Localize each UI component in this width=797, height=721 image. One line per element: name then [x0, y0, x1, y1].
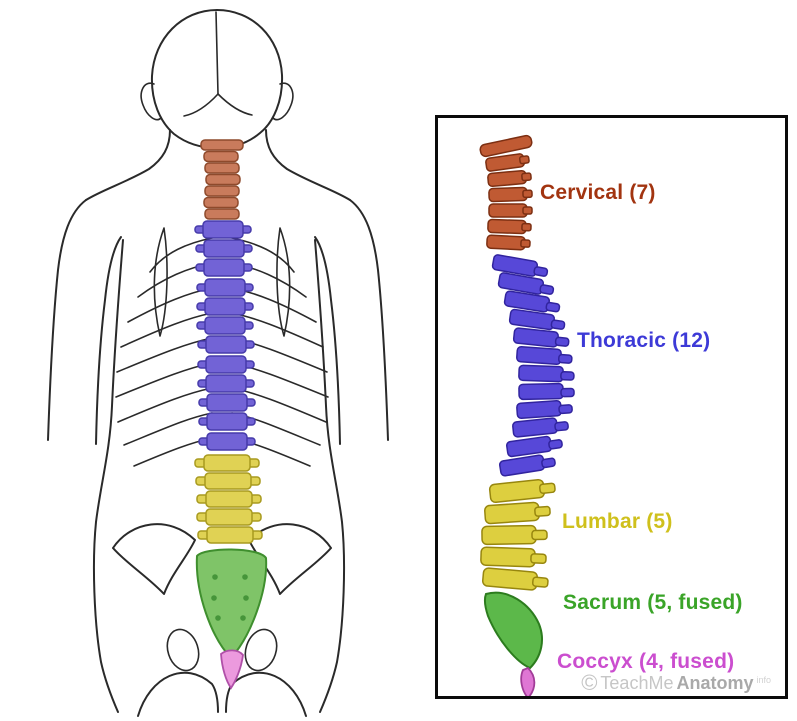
right-obturator-foramen — [244, 628, 278, 672]
left-arm-inner — [95, 236, 122, 445]
watermark-teachme: TeachMe — [600, 672, 674, 693]
left-obturator-foramen — [166, 628, 200, 672]
left-ear — [140, 82, 162, 121]
left-torso-side — [92, 239, 124, 713]
skull-outline — [140, 9, 294, 149]
torso-outline — [47, 129, 389, 717]
right-torso-side — [314, 239, 346, 713]
coccyx-region-posterior — [220, 649, 244, 690]
sacrum-region-posterior — [195, 548, 268, 660]
thoracic-region-posterior — [194, 220, 256, 451]
posterior-body-figure — [47, 9, 389, 717]
coccyx-label: Coccyx (4, fused) — [557, 650, 735, 673]
cervical-region-posterior — [200, 139, 244, 220]
copyright-icon: © — [581, 670, 598, 695]
cervical-region-lateral — [479, 134, 533, 251]
lumbar-region-posterior — [194, 454, 263, 544]
thoracic-region-lateral — [491, 254, 575, 477]
lumbar-region-lateral — [480, 478, 556, 591]
left-arm-outer — [47, 199, 87, 441]
spine-panel: Cervical (7) Thoracic (12) Lumbar (5) Sa… — [435, 115, 788, 699]
lambdoid-suture-left — [183, 93, 219, 117]
scapulae-outline — [153, 227, 291, 337]
right-ear — [272, 82, 294, 121]
cervical-label: Cervical (7) — [540, 181, 656, 204]
thoracic-label: Thoracic (12) — [577, 329, 711, 352]
left-leg-top — [137, 671, 219, 717]
watermark-suffix: info — [756, 675, 771, 685]
sagittal-suture — [215, 11, 219, 95]
watermark-anatomy: Anatomy — [676, 672, 754, 693]
coccyx-region-lateral — [520, 666, 536, 696]
lateral-spine-illustration — [479, 134, 575, 696]
lambdoid-suture-right — [217, 93, 253, 116]
sacrum-region-lateral — [483, 591, 543, 670]
right-arm-outer — [349, 199, 389, 441]
sacrum-label: Sacrum (5, fused) — [563, 591, 743, 614]
right-leg-top — [225, 671, 307, 717]
ribcage-outline — [115, 237, 329, 467]
right-arm-inner — [314, 236, 341, 445]
lumbar-label: Lumbar (5) — [562, 510, 673, 533]
